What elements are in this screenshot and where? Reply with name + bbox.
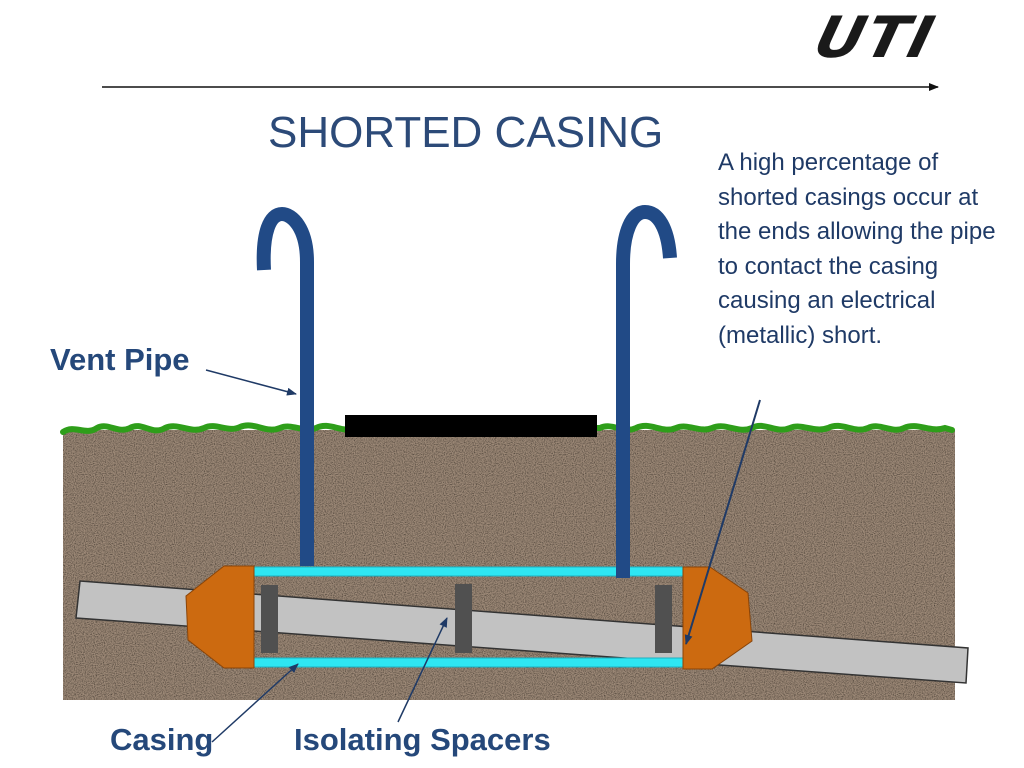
uti-logo: UTI [807,4,943,72]
short-leader [684,399,761,645]
road [345,415,597,437]
vent-pipe-label: Vent Pipe [50,342,190,377]
casing-leader [211,663,299,743]
casing-label: Casing [110,722,214,757]
page-title: SHORTED CASING [268,108,664,157]
isolating-spacer-middle [455,584,472,653]
isolating-spacer-right [655,585,672,653]
annotation-note: A high percentage of shorted casings occ… [718,149,996,349]
casing-bottom-wall [251,657,685,668]
vent-pipe-right [616,205,677,578]
isolating-spacer-left [261,585,278,653]
vent-pipe-left [256,207,314,566]
vent-pipe-leader [205,369,297,396]
end-seal-left [185,565,255,669]
isolating-spacers-label: Isolating Spacers [294,722,551,757]
spacers-leader [397,617,448,723]
